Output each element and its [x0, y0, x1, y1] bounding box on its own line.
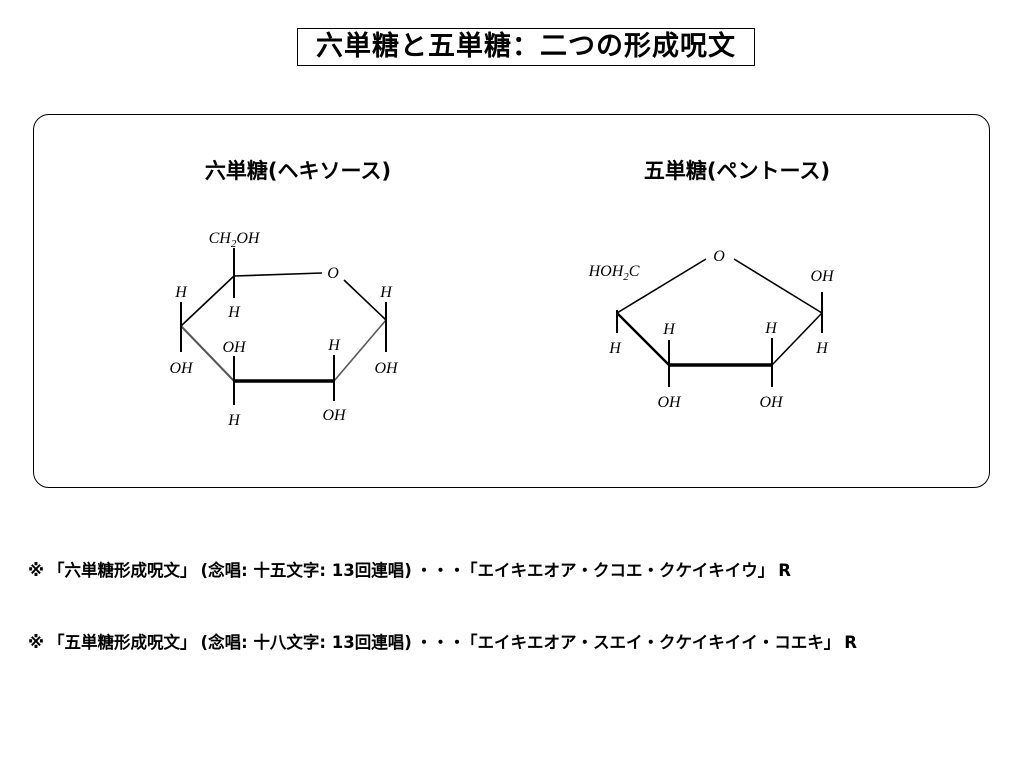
spell-text: 「エイキエオア・クコエ・クケイキイウ」 — [469, 561, 775, 580]
ellipsis-dots: ・・・ — [415, 633, 466, 652]
oh-label: OH — [169, 360, 194, 377]
spell-name: 「五単糖形成呪文」 — [48, 633, 197, 652]
spell-text: 「エイキエオア・スエイ・クケイキイイ・コエキ」 — [469, 633, 841, 652]
structures-panel — [33, 114, 990, 488]
reference-mark: ※ — [28, 633, 45, 652]
spell-suffix: R — [778, 561, 791, 580]
pentose-heading: 五単糖(ペントース) — [643, 159, 831, 183]
h-label: H — [764, 320, 778, 337]
ring-oxygen-label: O — [327, 265, 339, 282]
reference-mark: ※ — [28, 561, 45, 580]
ring-oxygen-label: O — [713, 248, 725, 265]
h-label: H — [327, 337, 341, 354]
oh-label: OH — [810, 268, 835, 285]
h-label: H — [227, 412, 241, 429]
hexose-labels: CH2OH O H H OH H OH OH H H OH — [169, 230, 399, 429]
spell-detail: (念唱: 十五文字: 13回連唱) — [200, 561, 412, 580]
slide-title: 六単糖と五単糖：二つの形成呪文 — [297, 28, 755, 66]
spell-name: 「六単糖形成呪文」 — [48, 561, 197, 580]
oh-label: OH — [222, 339, 247, 356]
h-label: H — [227, 304, 241, 321]
hexose-ring — [180, 248, 387, 405]
h-label: H — [174, 284, 188, 301]
oh-label: OH — [759, 394, 784, 411]
pentose-ring — [616, 258, 823, 387]
h-label: H — [662, 321, 676, 338]
pentose-labels: HOH2C O H OH H H OH H OH — [588, 248, 835, 411]
ellipsis-dots: ・・・ — [415, 561, 466, 580]
hexose-spell-note: ※「六単糖形成呪文」(念唱: 十五文字: 13回連唱)・・・「エイキエオア・クコ… — [28, 557, 795, 581]
pentose-spell-note: ※「五単糖形成呪文」(念唱: 十八文字: 13回連唱)・・・「エイキエオア・スエ… — [28, 629, 861, 653]
hexose-heading: 六単糖(ヘキソース) — [204, 159, 392, 183]
spell-detail: (念唱: 十八文字: 13回連唱) — [200, 633, 412, 652]
hoh2c-label: HOH2C — [588, 263, 640, 283]
oh-label: OH — [657, 394, 682, 411]
oh-label: OH — [374, 360, 399, 377]
h-label: H — [379, 284, 393, 301]
spell-suffix: R — [844, 633, 857, 652]
h-label: H — [608, 340, 622, 357]
h-label: H — [815, 340, 829, 357]
oh-label: OH — [322, 407, 347, 424]
ch2oh-label: CH2OH — [209, 230, 261, 250]
